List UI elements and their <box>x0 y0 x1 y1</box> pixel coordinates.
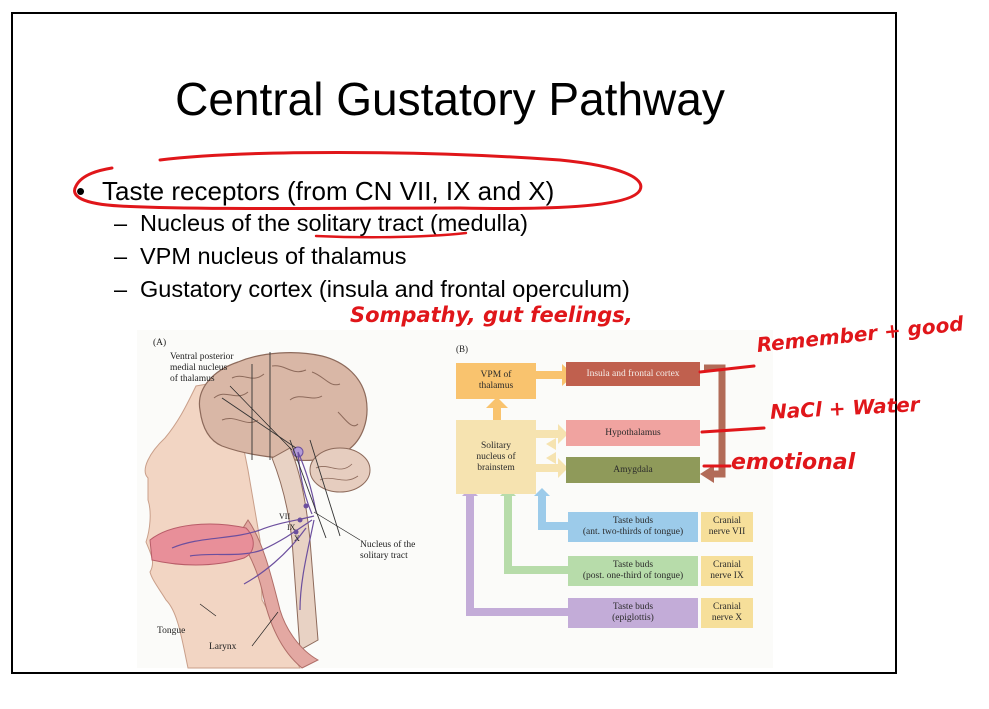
cranial-label: Cranial <box>713 560 741 570</box>
pharynx <box>237 519 320 669</box>
ink-nacl-line <box>700 426 766 434</box>
vpm-to-insula-arrow <box>536 364 574 386</box>
slide-title: Central Gustatory Pathway <box>175 73 725 125</box>
dash-marker: – <box>114 276 128 302</box>
taste-buds-label: Taste buds <box>612 560 654 570</box>
leader-lines <box>199 385 361 647</box>
nucleus-label-line1: Nucleus of the <box>360 540 416 550</box>
sub-item-vpm: –VPM nucleus of thalamus <box>114 243 406 270</box>
section-lines <box>221 352 341 539</box>
purple-taste-path <box>462 488 568 616</box>
amygdala-box: Amygdala <box>566 457 700 483</box>
ink-emotional-note: emotional <box>731 450 856 475</box>
taste-buds-post-box: Taste buds(post. one-third of tongue) <box>568 556 698 586</box>
dash-marker: – <box>114 243 128 269</box>
nerve-label-ix: IX <box>287 523 296 532</box>
cranial-label: Cranial <box>713 602 741 612</box>
taste-buds-epiglottis-box: Taste buds(epiglottis) <box>568 598 698 628</box>
solitary-to-vpm-arrow <box>486 397 508 420</box>
blue-taste-path <box>534 488 568 530</box>
ink-underline-solitary <box>314 231 468 239</box>
taste-buds-ant-box: Taste buds(ant. two-thirds of tongue) <box>568 512 698 542</box>
tongue-label: Tongue <box>157 626 186 636</box>
dash-marker: – <box>114 210 128 236</box>
sub-item-text: (medulla) <box>423 210 528 236</box>
taste-buds-location: (post. one-third of tongue) <box>582 571 684 581</box>
cortex-feedback-arrow <box>704 364 726 478</box>
taste-buds-location: (ant. two-thirds of tongue) <box>582 527 684 537</box>
sub-item-text: VPM nucleus of thalamus <box>140 243 407 269</box>
nerve-label-vii: VII <box>279 512 291 521</box>
sub-item-text: Nucleus of the <box>140 210 297 236</box>
vpm-box-line2: thalamus <box>478 381 514 391</box>
ink-remember-line <box>698 364 756 374</box>
nerve-pathway <box>171 451 317 611</box>
taste-buds-label: Taste buds <box>612 602 654 612</box>
taste-buds-location: (epiglottis) <box>612 613 654 623</box>
vpm-label-line3: of thalamus <box>170 374 215 384</box>
solitary-to-amygdala-arrow <box>536 458 568 478</box>
vpm-label-line1: Ventral posterior <box>170 352 234 362</box>
nerve-label: nerve X <box>711 613 743 623</box>
solitary-to-hypothalamus-arrow <box>536 424 568 444</box>
sub-item-nucleus: –Nucleus of the solitary tract (medulla) <box>114 210 528 237</box>
nerve-label-x: X <box>294 534 300 543</box>
sub-item-underlined: solitary tract <box>296 210 424 236</box>
taste-buds-label: Taste buds <box>612 516 654 526</box>
sub-item-cortex: –Gustatory cortex (insula and frontal op… <box>114 276 630 303</box>
brain-cerebellum <box>309 447 371 493</box>
green-taste-path <box>500 488 568 574</box>
nerve-label: nerve VII <box>708 527 746 537</box>
solitary-box-line2: nucleus of <box>476 451 516 462</box>
cranial-label: Cranial <box>713 516 741 526</box>
bullet-text: Taste receptors (from CN VII, IX and X) <box>102 176 555 206</box>
bullet-marker: • <box>76 176 86 206</box>
ink-sympathy-note: Sompathy, gut feelings, <box>350 303 633 327</box>
sub-item-text: Gustatory cortex (insula and frontal ope… <box>140 276 630 302</box>
larynx-label: Larynx <box>209 642 237 652</box>
panel-b-label: (B) <box>456 344 468 354</box>
insula-box: Insula and frontal cortex <box>566 362 700 386</box>
solitary-box-line3: brainstem <box>477 462 515 473</box>
ink-circle-bullet <box>73 151 643 210</box>
vpm-label-line2: medial nucleus <box>170 363 228 373</box>
nucleus-label-line2: solitary tract <box>360 551 408 561</box>
nerve-label: nerve IX <box>710 571 744 581</box>
brain-gyri <box>213 365 359 427</box>
vpm-box-line1: VPM of <box>480 370 512 380</box>
panel-a-label: (A) <box>153 338 167 348</box>
solitary-box-line1: Solitary <box>480 440 512 451</box>
hypothalamus-box: Hypothalamus <box>566 420 700 446</box>
